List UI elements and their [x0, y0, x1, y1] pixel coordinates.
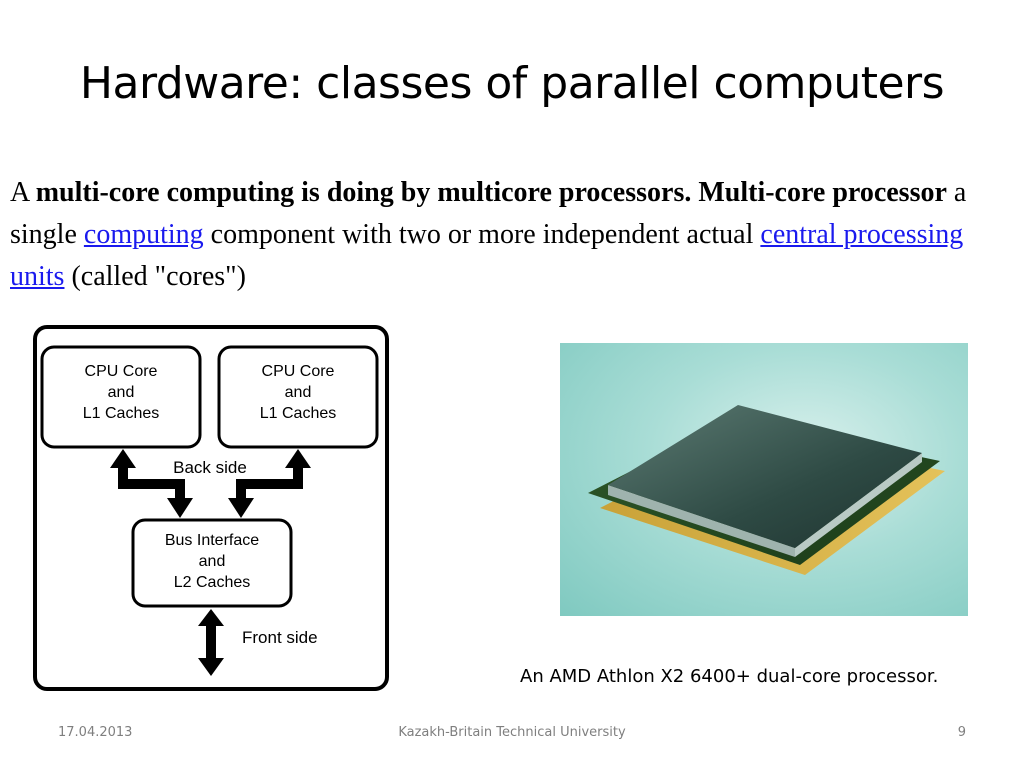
- core1-line-3: L1 Caches: [83, 405, 160, 422]
- arrow-head-core1: [110, 449, 136, 468]
- core2-line-1: CPU Core: [262, 363, 335, 380]
- bus-interface-box: [131, 518, 293, 608]
- arrow-head-front-down: [198, 658, 224, 676]
- cpu-core-2-box: [217, 345, 379, 449]
- core1-line-2: and: [108, 384, 135, 401]
- photo-caption: An AMD Athlon X2 6400+ dual-core process…: [520, 666, 939, 687]
- core2-line-2: and: [285, 384, 312, 401]
- paragraph-bold: multi-core computing is doing by multico…: [35, 177, 947, 208]
- right-bus-path: [236, 462, 303, 502]
- bus-line-1: Bus Interface: [165, 532, 259, 549]
- left-bus-path: [118, 462, 185, 502]
- arrow-head-core2: [285, 449, 311, 468]
- core1-line-1: CPU Core: [85, 363, 158, 380]
- arrow-head-bus-left: [167, 498, 193, 518]
- arrow-head-front-up: [198, 609, 224, 626]
- footer-page-number: 9: [957, 725, 966, 740]
- arrow-head-bus-right: [228, 498, 254, 518]
- multicore-diagram: CPU Core and L1 Caches CPU Core and L1 C…: [33, 325, 389, 691]
- paragraph-text-1: a single: [10, 177, 967, 250]
- core2-line-3: L1 Caches: [260, 405, 337, 422]
- bus-line-2: and: [199, 553, 226, 570]
- paragraph-text-3: (called "cores"): [64, 261, 246, 292]
- lid-side-right: [795, 453, 922, 557]
- cpu-core-1-box: [40, 345, 202, 449]
- processor-photo: [560, 343, 968, 616]
- processor-illustration: [588, 405, 945, 575]
- front-side-label: Front side: [242, 628, 318, 647]
- computing-link[interactable]: computing: [83, 219, 204, 250]
- footer-organization: Kazakh-Britain Technical University: [398, 725, 626, 740]
- paragraph-text-2: component with two or more independent a…: [203, 219, 761, 250]
- bus-line-3: L2 Caches: [174, 574, 251, 591]
- arrow-heads: [110, 449, 311, 676]
- heat-spreader-lid: [608, 405, 922, 548]
- footer-date: 17.04.2013: [58, 725, 133, 740]
- body-paragraph: A multi-core computing is doing by multi…: [10, 172, 1014, 298]
- cpu-link[interactable]: central processing units: [10, 219, 964, 292]
- lid-side: [608, 485, 795, 557]
- back-side-arrows: [118, 462, 303, 662]
- back-side-label: Back side: [173, 458, 247, 477]
- paragraph-lead: A: [10, 177, 36, 208]
- slide-title: Hardware: classes of parallel computers: [79, 58, 945, 109]
